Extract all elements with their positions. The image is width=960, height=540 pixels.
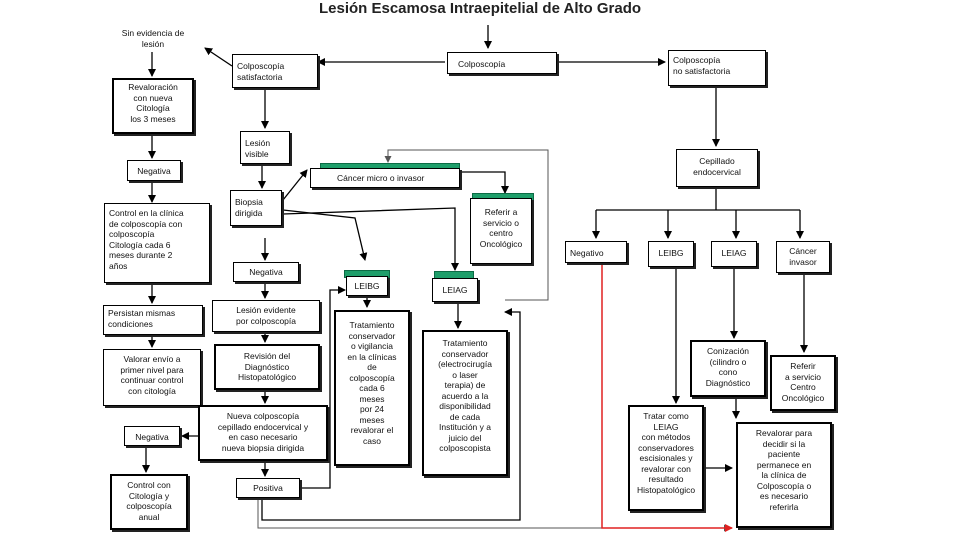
- diagram-title: Lesión Escamosa Intraepitelial de Alto G…: [318, 0, 642, 17]
- node-tratar-como-leiag: Tratar como LEIAG con métodos conservado…: [628, 405, 704, 511]
- node-negativa-2: Negativa: [233, 262, 299, 282]
- edge-feedback-bottom: [257, 500, 731, 532]
- edge-biopsia-leibg: [282, 209, 368, 261]
- node-colposcopia: Colposcopía: [447, 52, 557, 74]
- node-colposcopia-satisfactoria: Colposcopía satisfactoria: [232, 54, 318, 88]
- node-persistan: Persistan mismas condiciones: [103, 305, 203, 335]
- node-leiag-1: LEIAG: [432, 278, 478, 302]
- node-nueva-colposcopia: Nueva colposcopía cepillado endocervical…: [198, 405, 328, 461]
- node-revision-diagnostico: Revisión del Diagnóstico Histopatológico: [214, 344, 320, 390]
- node-cancer-invasor: Cáncer invasor: [776, 241, 830, 273]
- edge-positiva-leibg: [300, 286, 346, 489]
- node-control-clinica: Control en la clínica de colposcopía con…: [104, 203, 210, 283]
- node-referir-oncologico: Referir a servicio o centro Oncológico: [470, 198, 532, 264]
- node-cepillado-endocervical: Cepillado endocervical: [676, 149, 758, 187]
- node-positiva: Positiva: [236, 478, 300, 498]
- node-revaloracion: Revaloración con nueva Citología los 3 m…: [112, 78, 194, 134]
- node-cancer-micro-invasor: Cáncer micro o invasor: [310, 168, 460, 188]
- node-leibg-2: LEIBG: [648, 241, 694, 267]
- edge-cancer-referir: [460, 171, 509, 194]
- node-leiag-2: LEIAG: [711, 241, 757, 267]
- node-valorar-envio: Valorar envío a primer nivel para contin…: [103, 349, 201, 406]
- node-sin-evidencia: Sin evidencia de lesión: [121, 28, 185, 49]
- edge-satisf-sinevidencia: [204, 47, 233, 67]
- node-biopsia-dirigida: Biopsia dirigida: [230, 190, 282, 226]
- node-lesion-evidente: Lesión evidente por colposcopía: [212, 300, 320, 332]
- edge-biopsia-leiag: [282, 207, 459, 271]
- node-colposcopia-no-satisfactoria: Colposcopía no satisfactoria: [668, 50, 766, 86]
- edge-positiva-leiag: [261, 308, 521, 521]
- node-leibg-1: LEIBG: [346, 276, 388, 296]
- node-negativa-1: Negativa: [127, 160, 181, 181]
- edge-biopsia-cancer: [282, 169, 308, 201]
- node-tratamiento-conservador: Tratamiento conservador o vigilancia en …: [334, 310, 410, 466]
- node-referir-centro-oncologico: Referir a servicio Centro Oncológico: [770, 355, 836, 411]
- node-negativa-3: Negativa: [124, 426, 180, 446]
- node-negativo: Negativo: [565, 241, 627, 263]
- edge-feedback-cancer: [384, 149, 549, 301]
- node-conizacion: Conización (cilindro o cono Diagnóstico: [690, 340, 766, 397]
- node-revalorar-decidir: Revalorar para decidir si la paciente pe…: [736, 422, 832, 528]
- node-control-citologia: Control con Citología y colposcopía anua…: [110, 474, 188, 530]
- node-tratamiento-electrocirugia: Tratamiento conservador (electrocirugía …: [422, 330, 508, 476]
- edge-negativo-revalorar-red: [601, 262, 733, 532]
- node-lesion-visible: Lesión visible: [240, 131, 290, 164]
